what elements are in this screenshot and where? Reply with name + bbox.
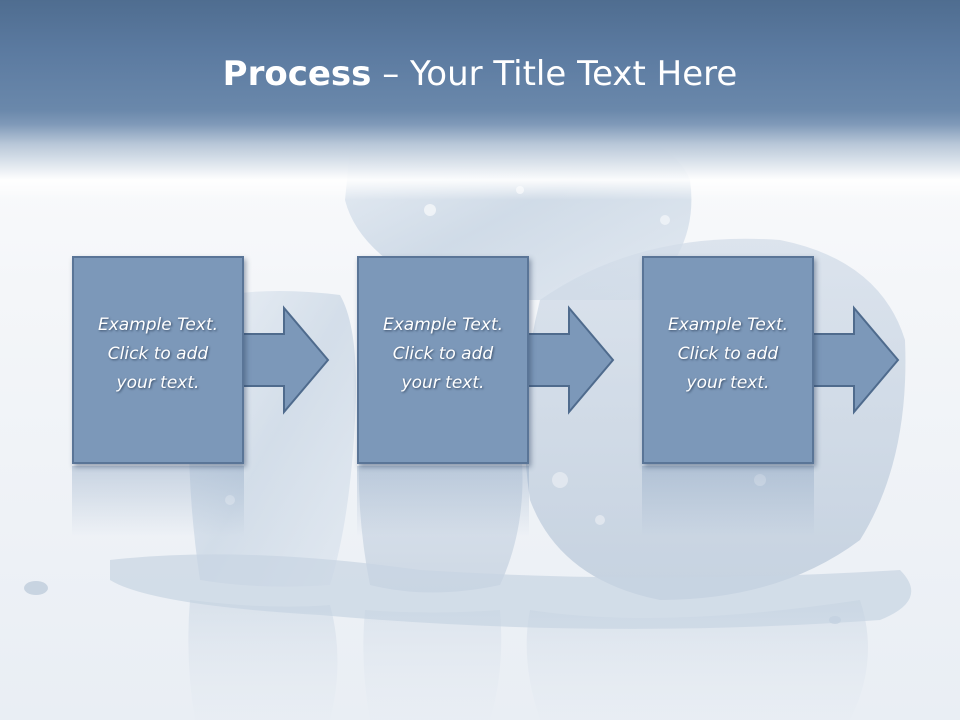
process-step-1[interactable]: Example Text. Click to add your text. xyxy=(72,256,330,464)
step-2-reflection xyxy=(357,466,529,536)
step-1-text: Example Text. Click to add your text. xyxy=(72,311,244,398)
step-3-line-2: Click to add xyxy=(677,344,779,364)
title-rest-text: Your Title Text Here xyxy=(410,54,738,94)
step-3-line-1: Example Text. xyxy=(667,315,789,335)
title-bar xyxy=(0,0,960,200)
step-1-line-1: Example Text. xyxy=(97,315,219,335)
step-1-reflection xyxy=(72,466,244,536)
arrow-right-icon xyxy=(801,305,900,415)
step-3-line-3: your text. xyxy=(686,373,770,393)
slide-title[interactable]: Process – Your Title Text Here xyxy=(0,52,960,96)
process-step-3[interactable]: Example Text. Click to add your text. xyxy=(642,256,900,464)
step-2-line-3: your text. xyxy=(401,373,485,393)
step-1-box xyxy=(72,256,244,464)
arrow-right-icon xyxy=(231,305,330,415)
step-3-text: Example Text. Click to add your text. xyxy=(642,311,814,398)
step-2-box xyxy=(357,256,529,464)
step-3-box xyxy=(642,256,814,464)
step-2-text: Example Text. Click to add your text. xyxy=(357,311,529,398)
title-separator: – xyxy=(382,54,400,94)
step-1-line-3: your text. xyxy=(116,373,200,393)
step-2-line-2: Click to add xyxy=(392,344,494,364)
step-1-line-2: Click to add xyxy=(107,344,209,364)
step-2-line-1: Example Text. xyxy=(382,315,504,335)
title-bold-text: Process xyxy=(222,54,372,94)
arrow-right-icon xyxy=(516,305,615,415)
process-step-2[interactable]: Example Text. Click to add your text. xyxy=(357,256,615,464)
step-3-reflection xyxy=(642,466,814,536)
